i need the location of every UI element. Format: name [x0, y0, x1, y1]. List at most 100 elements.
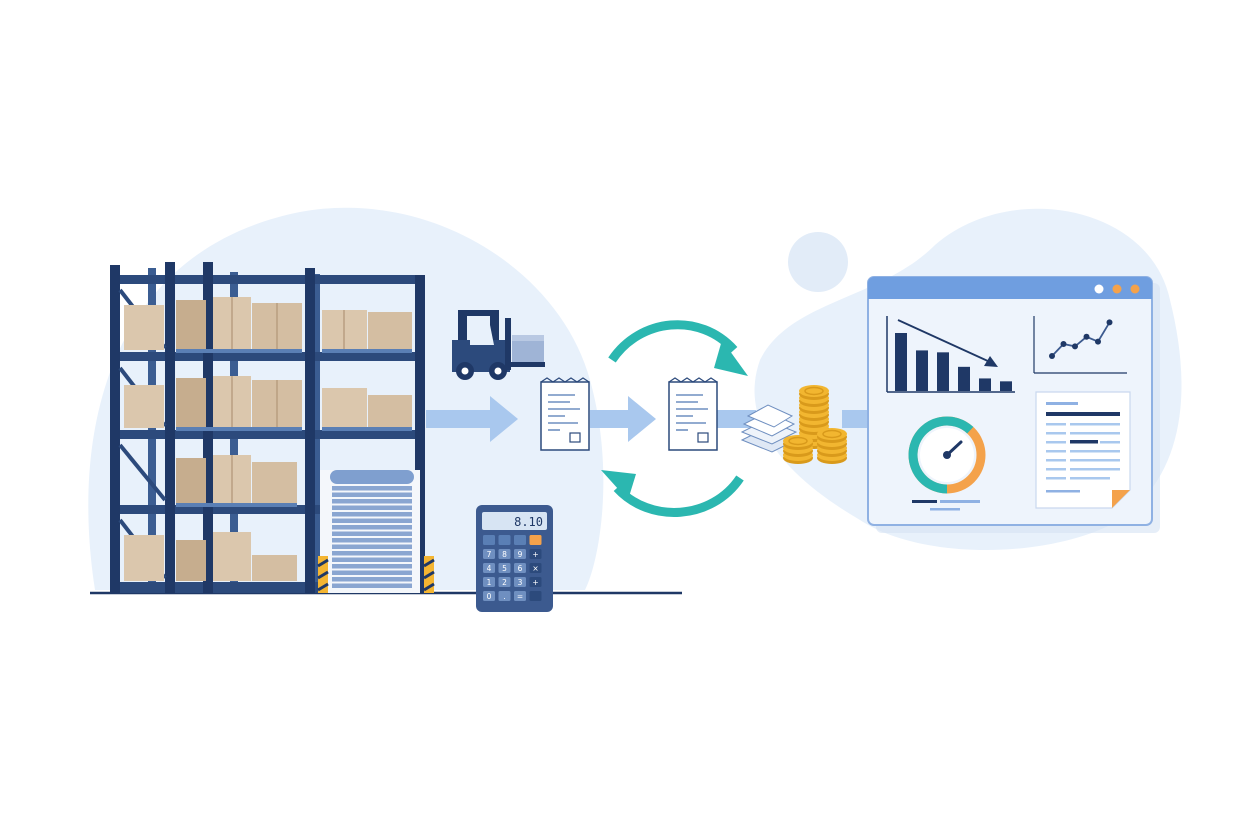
- line-chart-icon: [1033, 316, 1127, 374]
- door-slat: [332, 492, 412, 497]
- calculator-key-label: +: [532, 550, 538, 559]
- calculator-key-label: 2: [502, 578, 507, 587]
- calculator-key-label: 0: [487, 592, 492, 601]
- calculator-key: [498, 577, 511, 587]
- calculator-key: [483, 535, 495, 545]
- calculator-key-label: 8: [502, 550, 507, 559]
- bar-chart-bar: [958, 366, 970, 391]
- calculator-key: [498, 549, 511, 559]
- coin-face: [804, 386, 824, 396]
- coin-face: [788, 436, 808, 446]
- door-slat: [332, 486, 412, 491]
- line-chart-point: [1106, 319, 1113, 326]
- cycle-arrowhead-bottom: [601, 470, 636, 500]
- door-slat: [332, 525, 412, 530]
- door-slat: [332, 499, 412, 504]
- door-slat: [332, 577, 412, 582]
- calculator-key: [483, 577, 495, 587]
- calculator-key: [529, 591, 542, 601]
- calculator-icon: 8.10 7 8 9 +4 5 6 × 1 2 3 +0. =: [476, 505, 553, 612]
- door-slat: [332, 570, 412, 575]
- door-slat: [332, 518, 412, 523]
- flow-arrow-1: [426, 396, 518, 442]
- line-chart-point: [1083, 333, 1090, 340]
- calculator-key: [483, 591, 495, 601]
- bar-chart-icon: [886, 316, 1015, 393]
- window-dot-3: [1130, 284, 1140, 294]
- report-document-icon: [1035, 391, 1131, 509]
- calculator-key-label: 6: [518, 564, 523, 573]
- calculator-key-label: 9: [518, 550, 523, 559]
- small-bubble: [788, 232, 848, 292]
- calculator-key: [514, 535, 526, 545]
- boxes-row-1: [124, 297, 412, 350]
- calculator-key: [498, 591, 511, 601]
- door-slat: [332, 551, 412, 556]
- flow-bar-4: [842, 410, 870, 428]
- coin-face: [822, 429, 842, 439]
- calculator-key-label: 1: [487, 578, 492, 587]
- calculator-key-label: .: [503, 592, 505, 601]
- dashboard-window-icon: [867, 276, 1160, 533]
- door-slat: [332, 531, 412, 536]
- calculator-keypad: 7 8 9 +4 5 6 × 1 2 3 +0. =: [483, 535, 542, 601]
- door-slat: [332, 564, 412, 569]
- bar-chart-bar: [979, 378, 991, 391]
- calculator-key-label: ×: [532, 564, 538, 573]
- calculator-key: [529, 535, 542, 545]
- cycle-arrows-icon: [608, 320, 744, 517]
- door-slat: [332, 544, 412, 549]
- bar-chart-bar: [1000, 381, 1012, 391]
- calculator-key: [483, 563, 495, 573]
- coin: [783, 435, 813, 447]
- warehouse-rack-icon: [110, 262, 425, 593]
- door-slat: [332, 538, 412, 543]
- coin: [799, 385, 829, 397]
- calculator-key: [529, 563, 542, 573]
- calculator-key: [529, 549, 542, 559]
- boxes-row-2: [124, 376, 412, 428]
- flow-arrow-2: [590, 396, 656, 442]
- calculator-key-label: 4: [487, 564, 492, 573]
- cycle-arrowhead-top: [714, 340, 748, 376]
- line-chart-point: [1049, 353, 1055, 359]
- paper-stack-icon: [740, 404, 798, 453]
- calculator-key-label: +: [532, 578, 538, 587]
- calculator-key: [514, 549, 526, 559]
- bar-chart-bar: [937, 352, 949, 391]
- gauge-icon: [908, 416, 986, 511]
- calculator-key: [498, 535, 511, 545]
- calculator-key-label: =: [517, 592, 523, 601]
- roller-door-icon: [317, 470, 435, 593]
- coin: [817, 428, 847, 440]
- line-chart-point: [1060, 341, 1067, 347]
- calculator-key: [483, 549, 495, 559]
- line-chart-point: [1095, 338, 1101, 345]
- calculator-key: [498, 563, 511, 573]
- calculator-key: [514, 591, 526, 601]
- forklift-icon: [452, 310, 545, 380]
- door-slat: [332, 512, 412, 517]
- window-dot-1: [1094, 284, 1104, 294]
- window-dot-2: [1112, 284, 1122, 294]
- door-slat: [332, 557, 412, 562]
- door-slat: [332, 583, 412, 588]
- calculator-key: [514, 577, 526, 587]
- cycle-arrow-bottom: [613, 475, 744, 517]
- door-slat: [332, 505, 412, 510]
- calculator-key-label: 5: [502, 564, 507, 573]
- calculator-key: [529, 577, 542, 587]
- calculator-key-label: 7: [487, 550, 492, 559]
- calculator-key: [514, 563, 526, 573]
- cycle-arrow-top: [608, 320, 738, 363]
- bar-chart-bar: [916, 350, 928, 391]
- coin-stack-icon: [783, 385, 847, 464]
- boxes-row-3: [176, 455, 297, 504]
- line-chart-point: [1072, 343, 1078, 350]
- calculator-key-label: 3: [518, 578, 523, 587]
- receipt-icon-2: [668, 377, 718, 451]
- calculator-display: 8.10: [514, 515, 543, 529]
- boxes-row-4: [124, 532, 297, 581]
